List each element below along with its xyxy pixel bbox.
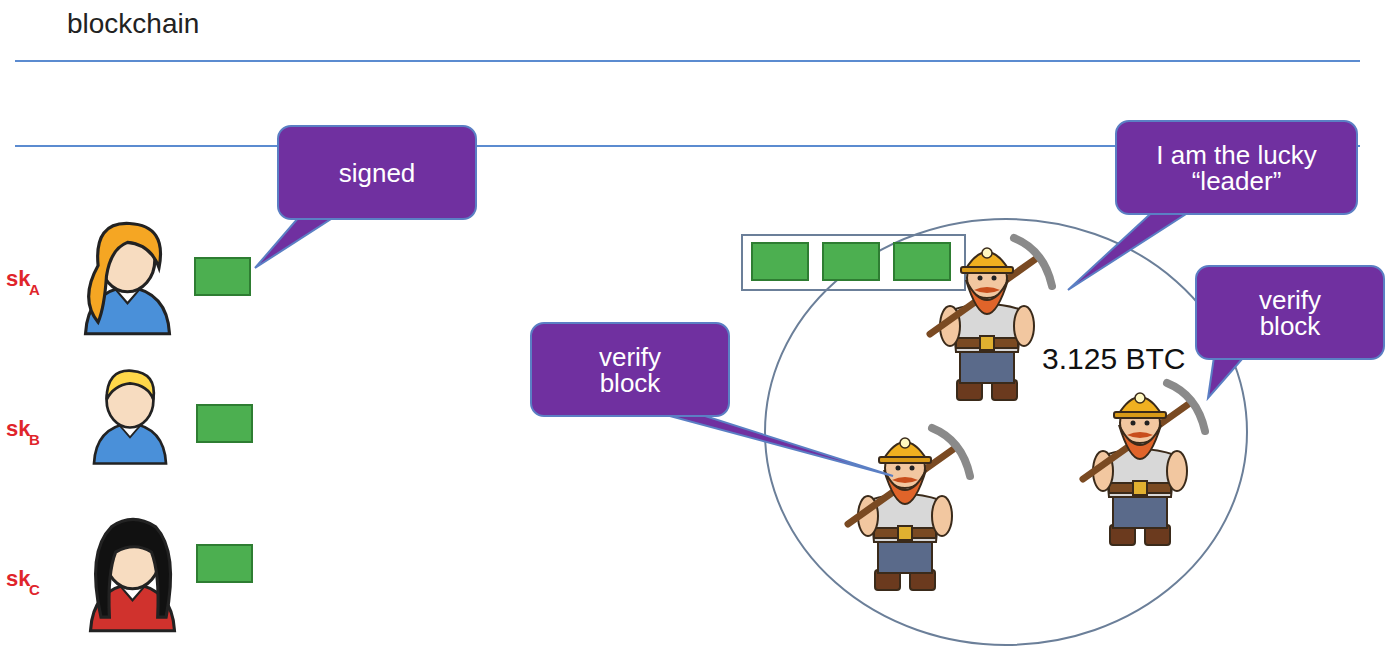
title: blockchain	[67, 8, 199, 40]
chain-line	[15, 60, 1360, 62]
callout-box: I am the lucky “leader”	[1115, 120, 1358, 215]
reward-amount: 3.125 BTC	[1042, 342, 1185, 376]
transaction	[197, 545, 252, 582]
transaction	[197, 405, 252, 442]
block	[742, 235, 965, 290]
key-subscript: A	[29, 281, 40, 298]
callout-box: signed	[277, 125, 477, 220]
key-name: sk	[6, 416, 30, 442]
callout-box: verify block	[1195, 265, 1385, 360]
user-carol	[91, 519, 175, 630]
callout-text: I am the lucky “leader”	[1125, 142, 1348, 194]
callout-tail	[640, 408, 893, 476]
miner-leader	[930, 238, 1052, 400]
callout-box: verify block	[530, 322, 730, 417]
callout-text: verify block	[1230, 287, 1350, 339]
transaction	[195, 258, 250, 295]
callout-tail	[1068, 205, 1200, 290]
key-name: sk	[6, 566, 30, 592]
key-subscript: C	[29, 581, 40, 598]
callout-text: verify block	[570, 344, 690, 396]
miner	[1083, 383, 1205, 545]
callout-text: signed	[339, 160, 416, 186]
key-subscript: B	[29, 431, 40, 448]
miner	[848, 428, 970, 590]
user-bob	[94, 371, 166, 464]
transaction	[894, 243, 950, 280]
user-alice	[86, 223, 170, 333]
miner-pool	[765, 219, 1247, 645]
transaction	[823, 243, 879, 280]
key-name: sk	[6, 266, 30, 292]
transaction	[752, 243, 808, 280]
